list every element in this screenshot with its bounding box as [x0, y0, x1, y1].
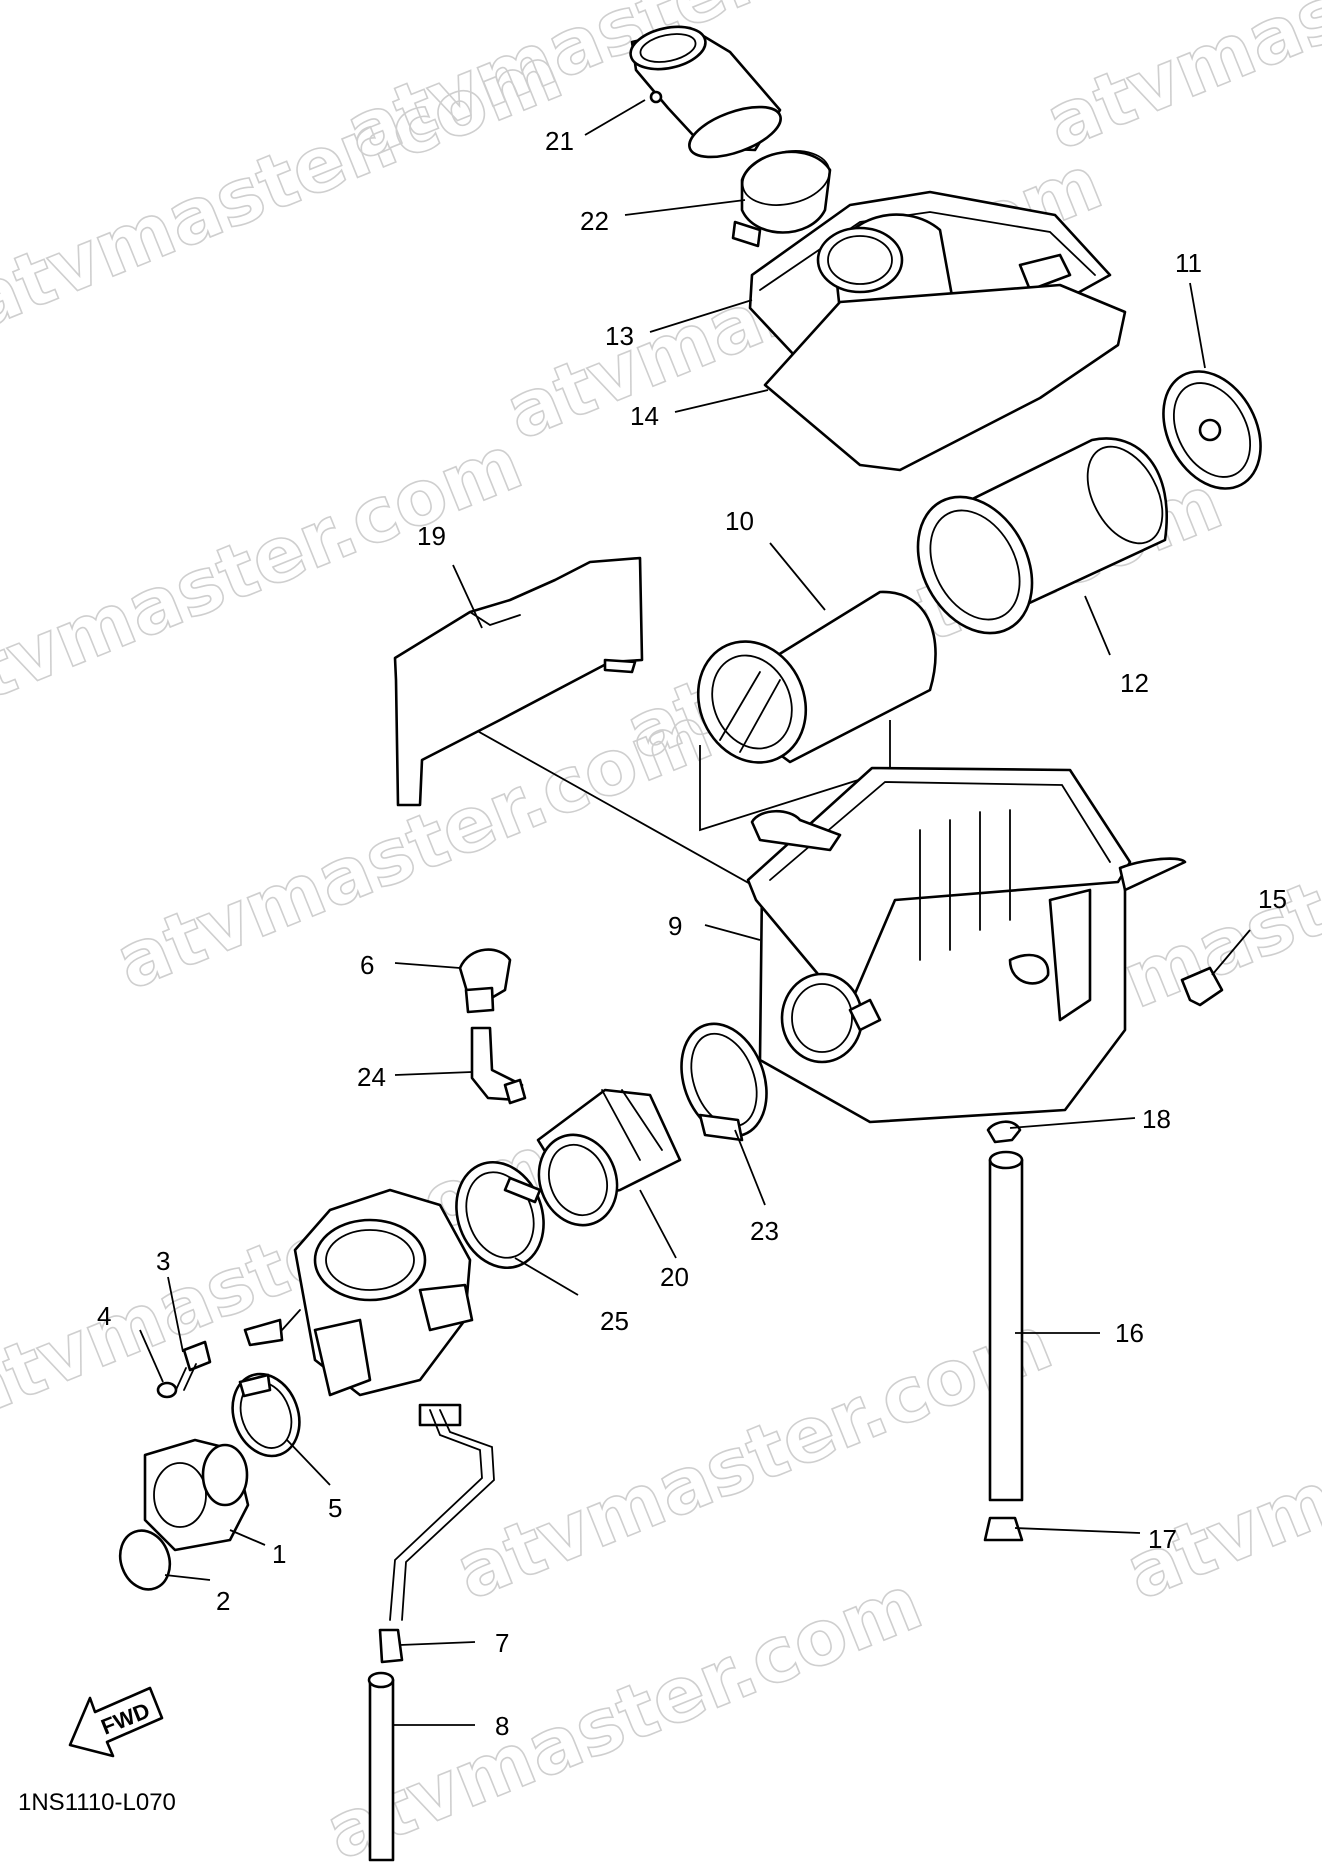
- part-23-clamp-band: [680, 1022, 768, 1142]
- callout-5: 5: [328, 1493, 342, 1523]
- part-11-element-cap: [1162, 370, 1262, 490]
- part-25-clamp: [455, 1160, 545, 1270]
- callout-6: 6: [360, 950, 374, 980]
- callout-20: 20: [660, 1262, 689, 1292]
- part-10-inner-element: [696, 590, 937, 764]
- part-1-manifold: [143, 1438, 250, 1552]
- callout-12: 12: [1120, 668, 1149, 698]
- part-20-joint: [536, 1088, 682, 1227]
- watermark: atvmaster.com: [313, 1557, 933, 1871]
- part-6-hose-fitting: [458, 948, 512, 1014]
- drain-line: [389, 1409, 495, 1621]
- part-9-air-box: [746, 766, 1187, 1124]
- callout-9: 9: [668, 911, 682, 941]
- part-5-clamp: [231, 1372, 301, 1458]
- carburetor: [243, 1188, 474, 1427]
- part-18-clip: [986, 1120, 1022, 1144]
- callout-1: 1: [272, 1539, 286, 1569]
- part-2-o-ring: [118, 1529, 172, 1591]
- callout-19: 19: [417, 521, 446, 551]
- callout-22: 22: [580, 206, 609, 236]
- watermark: atvmaster.com: [443, 1297, 1063, 1617]
- callout-23: 23: [750, 1216, 779, 1246]
- callout-labels: 21 22 13 14 11 10 12 19 9 15 18 16 17 6 …: [97, 126, 1287, 1741]
- callout-8: 8: [495, 1711, 509, 1741]
- part-12-outer-element: [916, 437, 1168, 635]
- part-16-breather-hose: [988, 1150, 1024, 1502]
- part-21-intake-duct: [629, 25, 782, 159]
- callout-24: 24: [357, 1062, 386, 1092]
- diagram-code: 1NS1110-L070: [18, 1789, 176, 1816]
- callout-21: 21: [545, 126, 574, 156]
- leader-lines: [139, 99, 1251, 1726]
- callout-17: 17: [1148, 1524, 1177, 1554]
- part-24-elbow-fitting: [470, 1026, 527, 1105]
- part-22-clamp: [731, 150, 832, 248]
- callout-14: 14: [630, 401, 659, 431]
- callout-3: 3: [156, 1246, 170, 1276]
- callout-16: 16: [1115, 1318, 1144, 1348]
- callout-25: 25: [600, 1306, 629, 1336]
- callout-13: 13: [605, 321, 634, 351]
- callout-7: 7: [495, 1628, 509, 1658]
- watermark: atvmaster.com: [0, 27, 573, 347]
- callout-11: 11: [1175, 248, 1202, 278]
- part-15-clip: [1180, 966, 1224, 1007]
- part-8-drain-hose: [367, 1671, 395, 1862]
- callout-4: 4: [97, 1301, 111, 1331]
- assembly-guide-lines: [439, 709, 891, 896]
- callout-2: 2: [216, 1586, 230, 1616]
- part-14-gasket: [763, 283, 1127, 472]
- callout-10: 10: [725, 506, 754, 536]
- callout-15: 15: [1258, 884, 1287, 914]
- part-7-fitting: [378, 1628, 404, 1664]
- callout-18: 18: [1142, 1104, 1171, 1134]
- part-4-washer: [156, 1381, 178, 1399]
- part-17-plug: [983, 1516, 1024, 1542]
- watermark: atvmaster.com: [1033, 0, 1322, 167]
- fwd-arrow: FWD: [68, 1686, 164, 1758]
- watermark: atvmaster.com: [1113, 1297, 1322, 1617]
